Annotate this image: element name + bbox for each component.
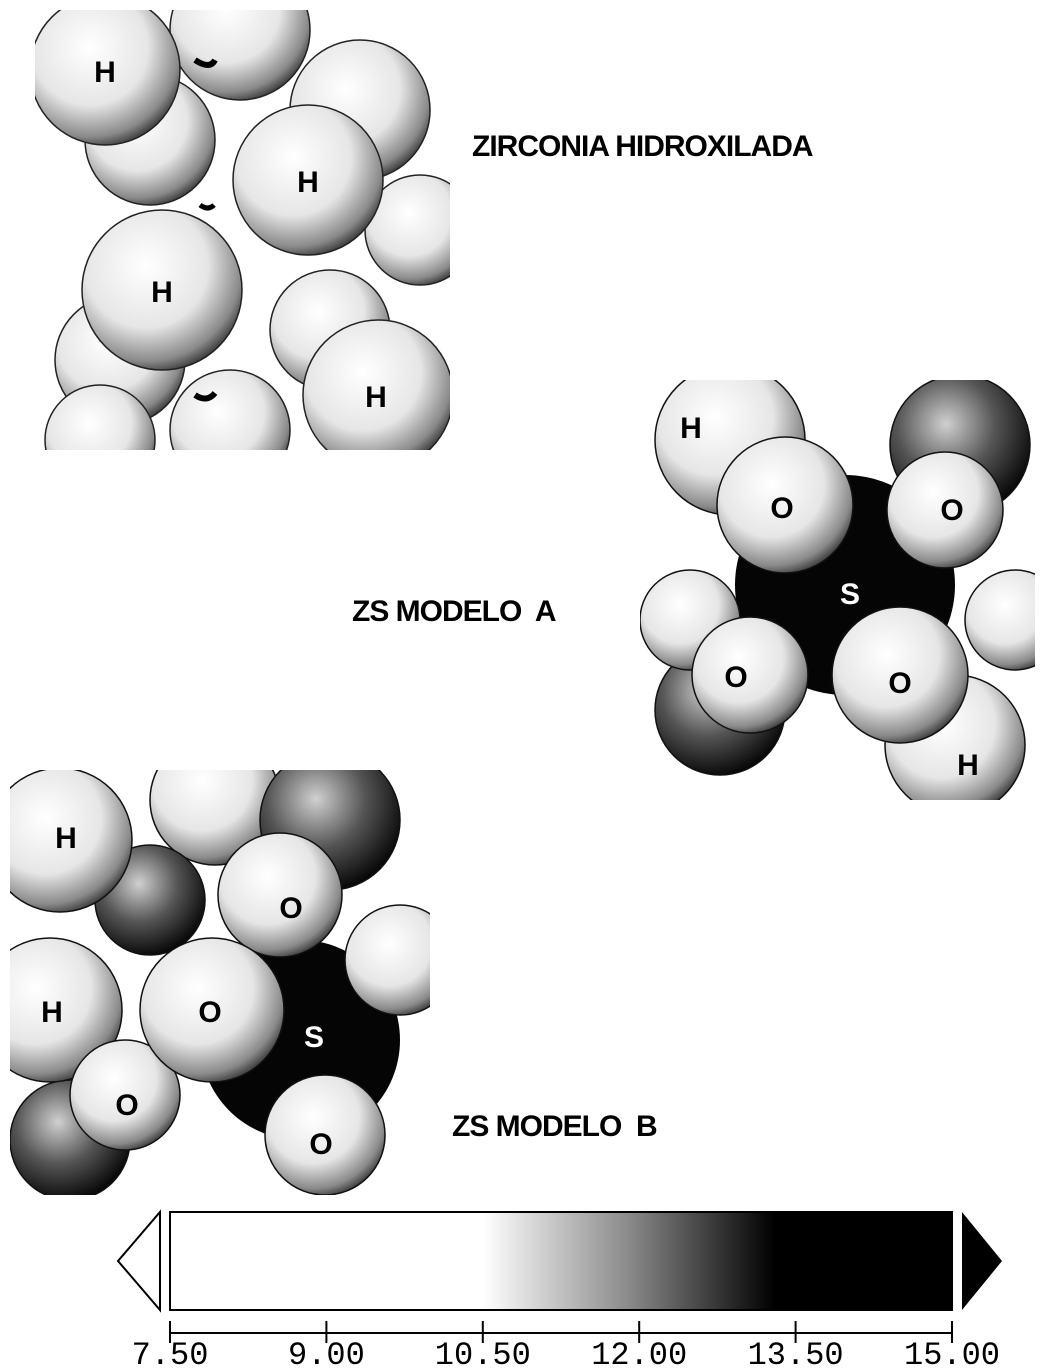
colorbar-max-arrow	[962, 1212, 1002, 1310]
colorbar-tick-label: 10.50	[435, 1337, 531, 1368]
atom-label: O	[724, 661, 747, 694]
atom-label: H	[957, 749, 979, 782]
atom-label: H	[680, 412, 702, 445]
atom-label: S	[304, 1021, 324, 1054]
colorbar-tick-label: 13.50	[748, 1337, 844, 1368]
colorbar-min-arrow	[116, 1209, 161, 1313]
panel-zs-modelo-b: H O H O S O O	[10, 770, 430, 1195]
colorbar-gradient	[169, 1211, 953, 1311]
atom-label: O	[309, 1128, 332, 1161]
atom-label: H	[365, 381, 387, 414]
panel-zs-modelo-a: H O O S O O H	[640, 380, 1035, 800]
atom-label: O	[115, 1089, 138, 1122]
atom-label: O	[940, 494, 963, 527]
panel-zirconia-hidroxilada: H H H H	[35, 10, 450, 450]
caption-zs-modelo-b: ZS MODELO B	[452, 1110, 658, 1143]
atom-label: H	[151, 276, 173, 309]
atom-label: O	[770, 492, 793, 525]
colorbar-tick-label: 7.50	[132, 1337, 209, 1368]
atom-label: O	[198, 996, 221, 1029]
colorbar-tick-label: 9.00	[288, 1337, 365, 1368]
colorbar-tick-label: 15.00	[904, 1337, 1000, 1368]
atom-label: O	[279, 892, 302, 925]
colorbar-ticks: 7.50 9.00 10.50 12.00 13.50 15.00	[132, 1321, 1000, 1368]
atom-label: H	[55, 822, 77, 855]
colorbar: 7.50 9.00 10.50 12.00 13.50 15.00	[116, 1209, 1002, 1368]
colorbar-tick-label: 12.00	[591, 1337, 687, 1368]
atom-label: H	[94, 56, 116, 89]
atom-label: H	[297, 166, 319, 199]
caption-zs-modelo-a: ZS MODELO A	[352, 595, 557, 628]
caption-zirconia-hidroxilada: ZIRCONIA HIDROXILADA	[472, 130, 814, 163]
atom-label: H	[41, 996, 63, 1029]
atom-label: S	[840, 578, 860, 611]
atom-label: O	[888, 667, 911, 700]
